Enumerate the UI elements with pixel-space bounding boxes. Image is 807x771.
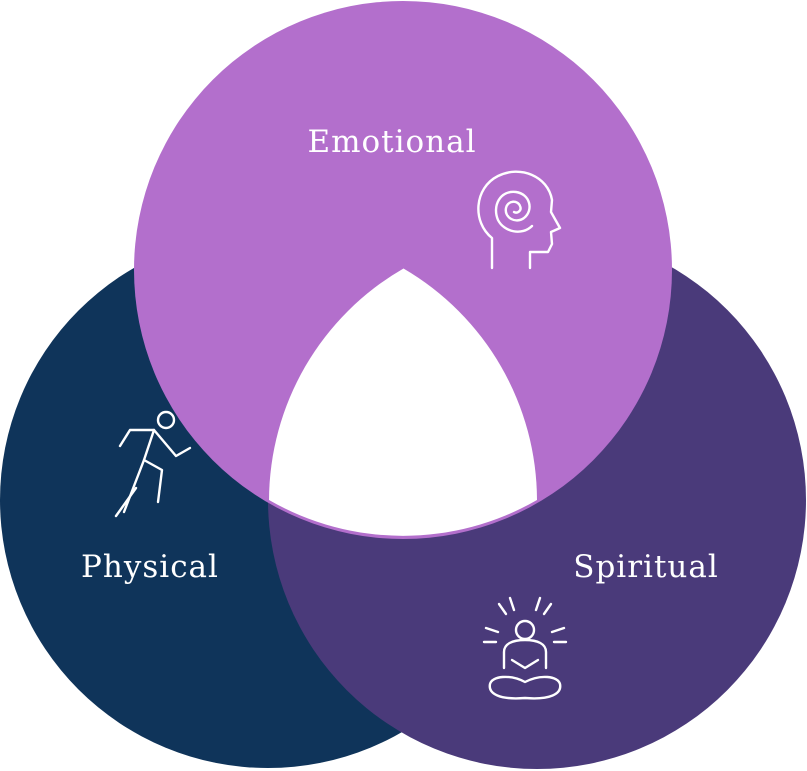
- physical-label: Physical: [81, 549, 219, 585]
- meditation-icon: [482, 596, 568, 700]
- emotional-label: Emotional: [307, 124, 476, 160]
- head-spiral-icon: [477, 170, 562, 270]
- center-overlap: [269, 268, 537, 536]
- running-person-icon: [114, 410, 192, 518]
- spiritual-label: Spiritual: [573, 549, 719, 585]
